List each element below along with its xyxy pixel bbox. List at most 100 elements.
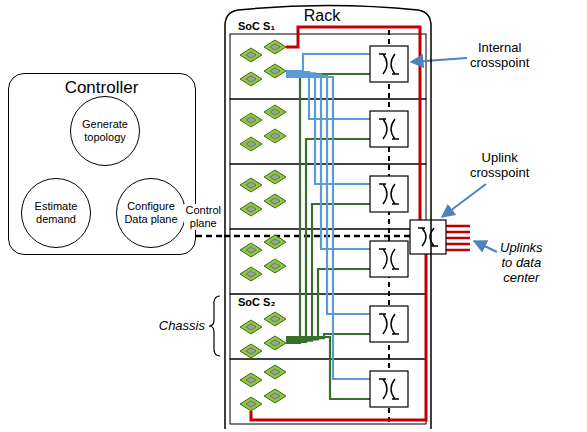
soc-chip [240,178,262,192]
soc-chip [264,64,286,78]
chip-die [246,348,256,354]
chip-die [270,68,280,74]
chip-die [270,369,280,375]
chip-die [270,239,280,245]
chip-die [270,109,280,115]
control-line [224,235,410,238]
uplink-line [446,231,470,234]
soc-chip [264,336,286,350]
controller-box: ControllerGenerate topologyConfigure Dat… [8,73,196,255]
rack-shape [225,6,431,430]
soc-chip [240,267,262,281]
chip-die [246,117,256,123]
crosspoint-symbol [379,119,399,139]
chip-die [270,174,280,180]
chassis-brace [209,296,220,356]
uplink-line [446,243,470,246]
red-uplink-wire [286,27,420,220]
soc-chip [240,137,262,151]
soc-chip [240,373,262,387]
chip-die [246,52,256,58]
internal-crosspoint [370,46,408,82]
blue-link [286,54,370,71]
crosspoint-symbol [379,54,399,74]
uplink-crosspoint [410,220,446,254]
chip-die [246,141,256,147]
chip-die [246,182,256,188]
chip-die [270,393,280,399]
chip-die [270,198,280,204]
soc-chip [240,320,262,334]
soc-chip [264,389,286,403]
rack-shape [224,2,432,430]
chassis-label: Chassis [159,318,205,333]
soc-chip [264,194,286,208]
chip-die [246,324,256,330]
soc-chip [240,72,262,86]
internal-crosspoint [370,111,408,147]
uplink-line [446,249,470,252]
chip-die [246,206,256,212]
chip-die [246,271,256,277]
uplink-line [446,225,470,228]
leader-line [411,58,467,62]
chip-die [270,263,280,269]
chip-die [270,316,280,322]
green-link [286,337,370,399]
chip-die [270,44,280,50]
circle-text: Estimate demand [27,200,85,226]
control-plane-link [196,235,224,238]
controller-title: Controller [65,78,139,98]
process-circle: Generate topology [70,96,140,166]
process-circle: Configure Data plane [116,178,186,248]
chip-die [270,133,280,139]
soc-chip [240,202,262,216]
soc-label: SoC S₁ [238,20,275,32]
internal-crosspoint [370,176,408,212]
uplink-line [446,237,470,240]
internal-crosspoint [370,371,408,407]
soc-chip [240,113,262,127]
circle-text: Configure Data plane [122,200,180,226]
circle-text: Generate topology [76,118,134,144]
red-uplink-wire [251,254,426,420]
chip-die [246,377,256,383]
soc-chip [264,105,286,119]
control-line [388,30,390,426]
chip-die [246,76,256,82]
edge-label: Control plane [184,204,223,230]
soc-chip [240,344,262,358]
crosspoint-symbol [418,228,438,246]
crosspoint-symbol [379,249,399,269]
blue-link [286,77,370,379]
blue-link [286,76,370,314]
soc-chip [264,235,286,249]
callout-label: Uplink crosspoint [470,150,529,180]
callout-label: Uplinks to data center [500,240,543,285]
chassis-outline [230,359,426,424]
soc-chip [240,48,262,62]
rack-title: Rack [304,7,340,25]
leader-line [474,241,497,252]
internal-crosspoint [370,241,408,277]
crosspoint-symbol [379,379,399,399]
soc-label: SoC S₂ [238,296,275,308]
crosspoint-symbol [379,184,399,204]
process-circle: Estimate demand [21,178,91,248]
leader-line [442,184,486,217]
rack-outline: Rack [224,2,432,430]
soc-chip [264,170,286,184]
soc-chip [240,243,262,257]
callout-label: Internal crosspoint [470,40,529,70]
chip-die [270,340,280,346]
chip-die [246,247,256,253]
soc-chip [264,312,286,326]
soc-chip [264,129,286,143]
crosspoint-symbol [379,314,399,334]
soc-chip [264,365,286,379]
green-link [286,74,370,343]
soc-chip [240,397,262,411]
soc-chip [264,259,286,273]
internal-crosspoint [370,306,408,342]
